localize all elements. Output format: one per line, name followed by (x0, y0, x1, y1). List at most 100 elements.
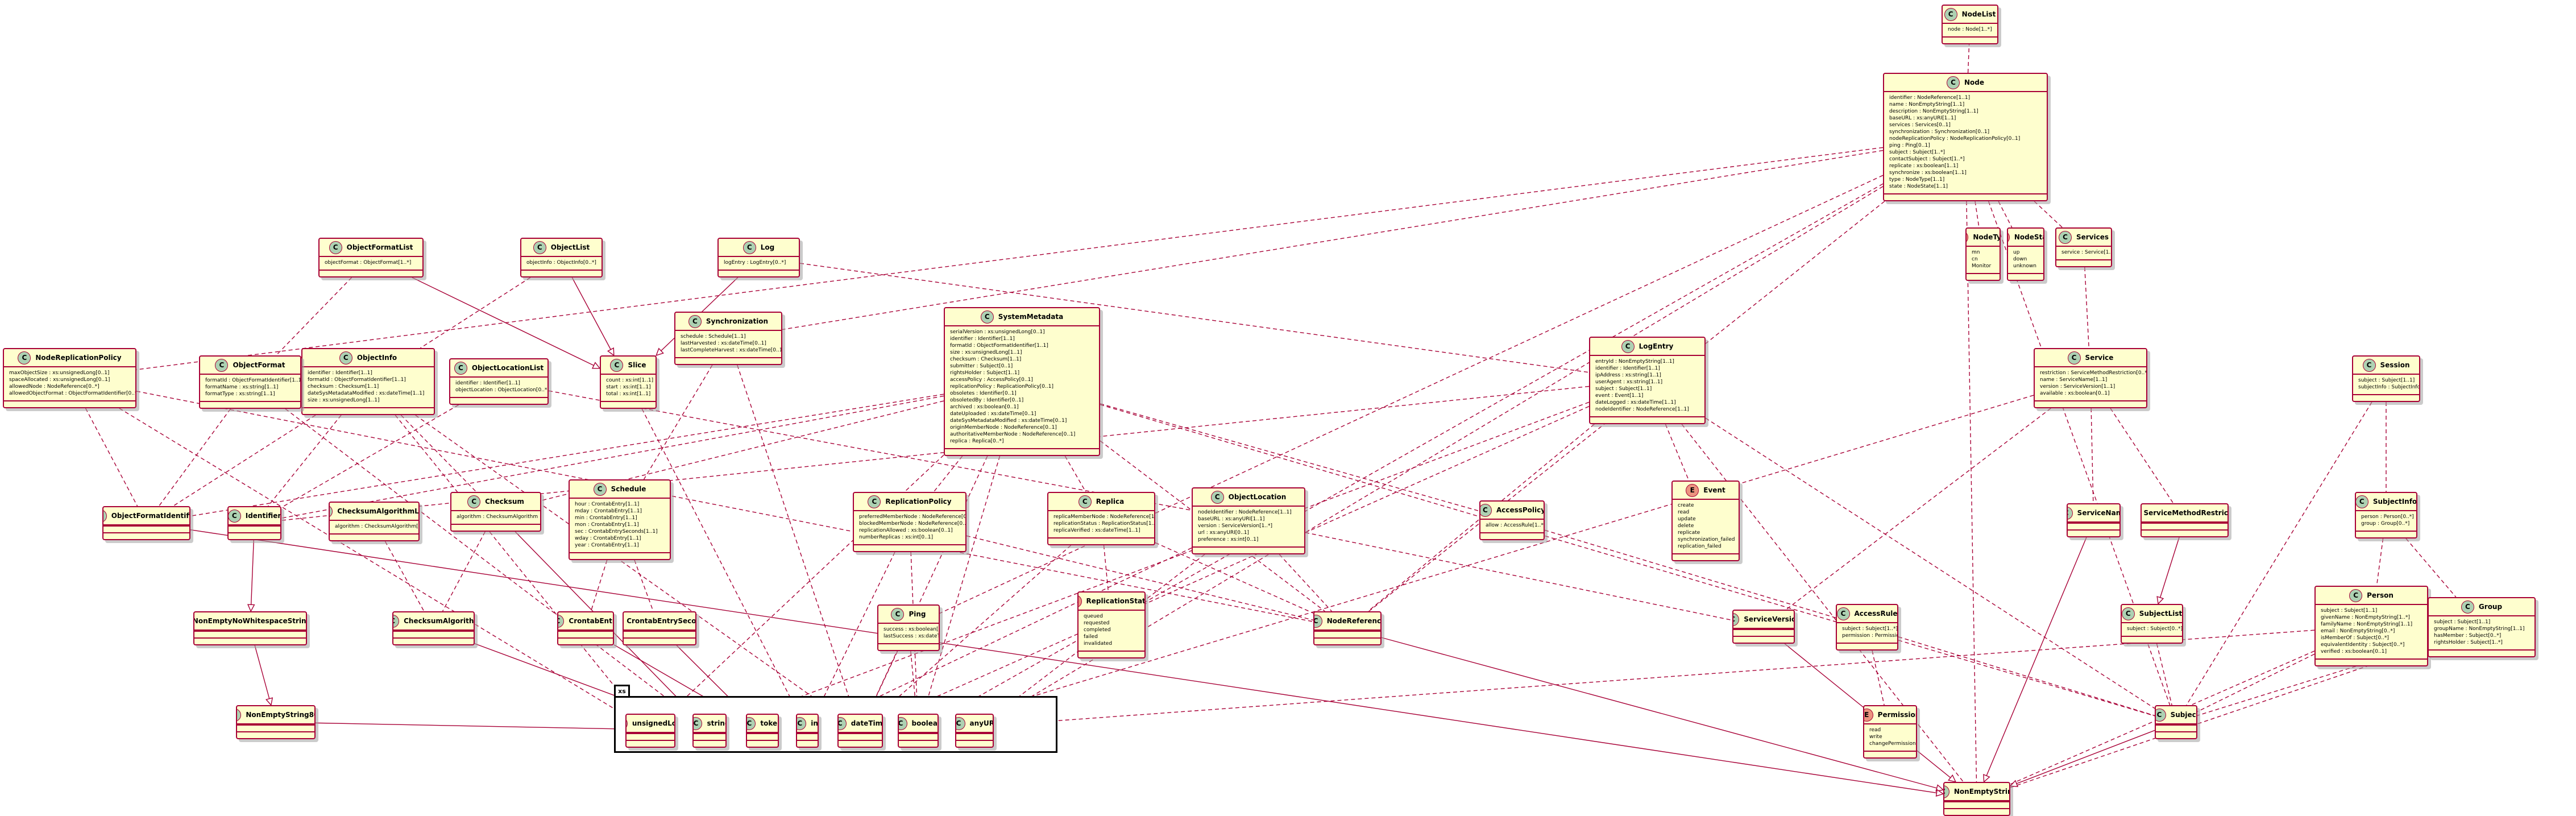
method-compartment (302, 407, 434, 414)
class-name: Slice (628, 361, 646, 369)
relationship-node-replication-policy-to-object-format-identifier (85, 408, 138, 507)
attribute: delete (1678, 523, 1694, 529)
enum-icon: E (1078, 594, 1082, 608)
empty-compartment (2142, 523, 2227, 529)
attribute: replicationPolicy : ReplicationPolicy[0.… (950, 384, 1053, 390)
relationship-replica-to-replication-status (1103, 545, 1109, 592)
attribute: mn (1972, 250, 1980, 255)
method-compartment (2316, 658, 2427, 665)
class-name: LogEntry (1638, 342, 1674, 350)
class-name: Session (2380, 361, 2410, 369)
attribute: replicate (1678, 530, 1700, 536)
attribute: objectLocation : ObjectLocation[0..*] (455, 387, 549, 393)
attribute: identifier : Identifier[1..1] (1595, 366, 1660, 371)
relationship-node-to-node-state (1998, 201, 2013, 228)
class-icon: C (393, 614, 400, 628)
empty-compartment (1314, 631, 1380, 637)
attribute: nodeIdentifier : NodeReference[1..1] (1595, 407, 1689, 412)
attribute: userAgent : xs:string[1..1] (1595, 379, 1663, 385)
attribute: dateLogged : xs:dateTime[1..1] (1595, 400, 1676, 405)
method-compartment (854, 544, 965, 551)
relationship-subject-to-non-empty-string (2010, 730, 2155, 786)
class-name: int (811, 719, 818, 727)
class-node-state: ENodeStateupdownunknown (2007, 227, 2044, 281)
method-compartment (1048, 537, 1154, 544)
class-header: ENodeType (1967, 229, 2000, 247)
class-name: NodeType (1973, 233, 2001, 241)
attribute-list: subject : Subject[0..*] (2122, 623, 2182, 636)
attribute: service : Service[1..*] (2061, 250, 2112, 255)
class-name: ServiceMethodRestriction (2143, 509, 2228, 517)
class-icon: C (1480, 503, 1492, 517)
attribute: subject : Subject[1..1] (2321, 608, 2378, 614)
class-name: ObjectLocation (1228, 493, 1287, 501)
empty-compartment (1944, 801, 2009, 808)
relationship-service-to-service-version (1786, 408, 2051, 610)
class-name: AccessPolicy (1496, 506, 1545, 514)
class-icon: C (1837, 607, 1850, 620)
class-icon: C (329, 241, 342, 254)
method-compartment (719, 270, 799, 276)
attribute: invalidated (1084, 641, 1113, 647)
relationship-log-entry-to-non-empty-string (1681, 424, 1964, 782)
class-icon: C (593, 482, 607, 496)
relationship-group-to-subject (2197, 643, 2428, 716)
class-name: token (760, 719, 778, 727)
class-header: CdateTime (839, 715, 882, 733)
attribute: contactSubject : Subject[1..*] (1889, 156, 1965, 162)
attribute: subject : Subject[1..1] (2358, 378, 2415, 383)
attribute: mon : CrontabEntry[1..1] (575, 522, 639, 528)
attribute: entryId : NonEmptyString[1..1] (1595, 359, 1674, 364)
method-compartment (2156, 731, 2196, 738)
attribute: replicationStatus : ReplicationStatus[1.… (1053, 521, 1155, 527)
class-any-uri: CanyURI (955, 714, 994, 748)
attribute: down (2013, 256, 2027, 262)
method-compartment (601, 401, 656, 408)
class-name: Group (2478, 603, 2503, 611)
class-name: ReplicationStatus (1086, 597, 1146, 605)
method-compartment (899, 740, 938, 747)
generalization-arrowhead (2009, 780, 2019, 788)
class-non-empty-no-whitespace-string800: CNonEmptyNoWhitespaceString800 (193, 611, 307, 645)
attribute: wday : CrontabEntry[1..1] (575, 536, 641, 541)
class-icon: C (2356, 495, 2368, 508)
method-compartment (1837, 643, 1897, 649)
class-service-method-restriction: CServiceMethodRestriction (2141, 503, 2229, 537)
attribute: blockedMemberNode : NodeReference[0..*] (859, 521, 966, 527)
attribute-list: entryId : NonEmptyString[1..1] identifier… (1590, 356, 1704, 416)
empty-compartment (627, 733, 674, 740)
class-service-version: CServiceVersion (1732, 610, 1795, 644)
class-non-empty-string: CNonEmptyString (1943, 782, 2010, 816)
generalization-arrowhead (247, 604, 255, 612)
relationship-system-metadata-to-replica (1064, 455, 1086, 492)
class-name: Event (1703, 486, 1725, 494)
relationship-system-metadata-to-subject (1100, 404, 2155, 716)
class-icon: C (694, 716, 703, 730)
attribute: success : xs:boolean[0..1] (883, 627, 939, 632)
attribute: synchronize : xs:boolean[1..1] (1889, 170, 1967, 176)
method-compartment (1943, 36, 1997, 43)
empty-compartment (2068, 523, 2119, 529)
attribute: synchronization : Synchronization[0..1] (1889, 129, 1990, 135)
class-int: Cint (796, 714, 819, 748)
relationship-object-location-list-to-identifier (281, 404, 459, 508)
class-icon: C (1314, 614, 1322, 628)
attribute-list: person : Person[0..*]group : Group[0..*] (2356, 511, 2416, 531)
class-name: anyURI (969, 719, 993, 727)
